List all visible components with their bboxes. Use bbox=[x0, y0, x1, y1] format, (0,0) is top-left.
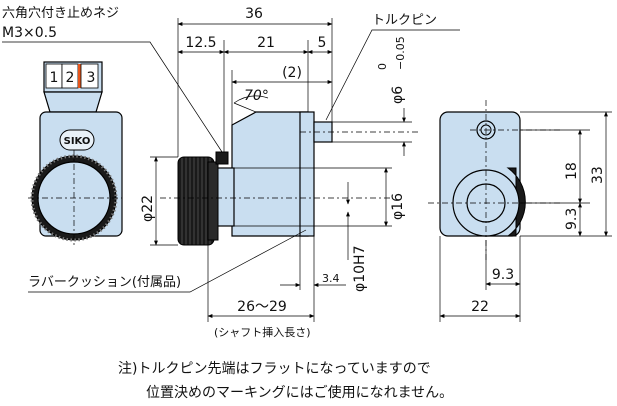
counter-digit-1: 1 bbox=[50, 70, 59, 86]
shaft-len-note: (シャフト挿入長さ) bbox=[214, 325, 311, 339]
screw-title-label: 六角穴付き止めネジ bbox=[2, 6, 119, 21]
torque-pin-label: トルクピン bbox=[372, 13, 437, 28]
phi6-lower-tol: −0.05 bbox=[394, 36, 407, 70]
phi6-upper-tol: 0 bbox=[376, 63, 389, 70]
front-view: 1 2 3 SIKO bbox=[28, 61, 123, 248]
back-view bbox=[428, 100, 560, 260]
screw-size-label: M3×0.5 bbox=[2, 25, 57, 41]
counter-bezel bbox=[43, 91, 103, 113]
angle-leader bbox=[233, 102, 257, 113]
side-body-rim bbox=[299, 111, 315, 237]
note-line-1: 注)トルクピン先端はフラットになっていますので bbox=[118, 361, 431, 377]
note-line-2: 位置決めのマーキングにはご使用になれません。 bbox=[146, 384, 453, 401]
torque-pin-leader bbox=[325, 29, 460, 121]
counter-digit-3: 3 bbox=[87, 70, 96, 86]
dim-3-4: 3.4 bbox=[322, 272, 340, 285]
screw-leader bbox=[2, 41, 225, 156]
rubber-cushion-label: ラバークッション(付属品) bbox=[28, 275, 181, 290]
h33-label: 33 bbox=[590, 166, 606, 184]
phi10h7-label: φ10H7 bbox=[352, 246, 368, 292]
set-screw bbox=[215, 151, 229, 165]
brand-logo-text: SIKO bbox=[64, 136, 91, 147]
dim-12-5: 12.5 bbox=[185, 35, 216, 51]
phi22-label: φ22 bbox=[140, 195, 156, 222]
side-knob-rim bbox=[207, 161, 219, 241]
side-body bbox=[231, 111, 309, 237]
phi6-label: φ6 bbox=[390, 86, 406, 104]
h18-label: 18 bbox=[564, 162, 580, 180]
angle-arc bbox=[233, 95, 269, 104]
phi16-label: φ16 bbox=[390, 193, 406, 220]
brand-logo-badge bbox=[59, 129, 95, 151]
counter-accent-bar bbox=[78, 64, 81, 88]
angle-label: 70° bbox=[244, 88, 269, 104]
counter-cell-3 bbox=[80, 63, 99, 89]
dim-5: 5 bbox=[318, 35, 327, 51]
counter-digit-2: 2 bbox=[66, 70, 75, 86]
w22-label: 22 bbox=[471, 299, 489, 315]
dim-2: (2) bbox=[282, 65, 302, 81]
rubber-leader bbox=[28, 229, 307, 293]
shaft-len: 26〜29 bbox=[237, 299, 287, 315]
h9-3-label: 9.3 bbox=[564, 208, 580, 230]
w9-3-label: 9.3 bbox=[492, 267, 514, 283]
dim-36: 36 bbox=[245, 6, 263, 22]
dim-21: 21 bbox=[257, 35, 275, 51]
side-view bbox=[160, 111, 420, 246]
